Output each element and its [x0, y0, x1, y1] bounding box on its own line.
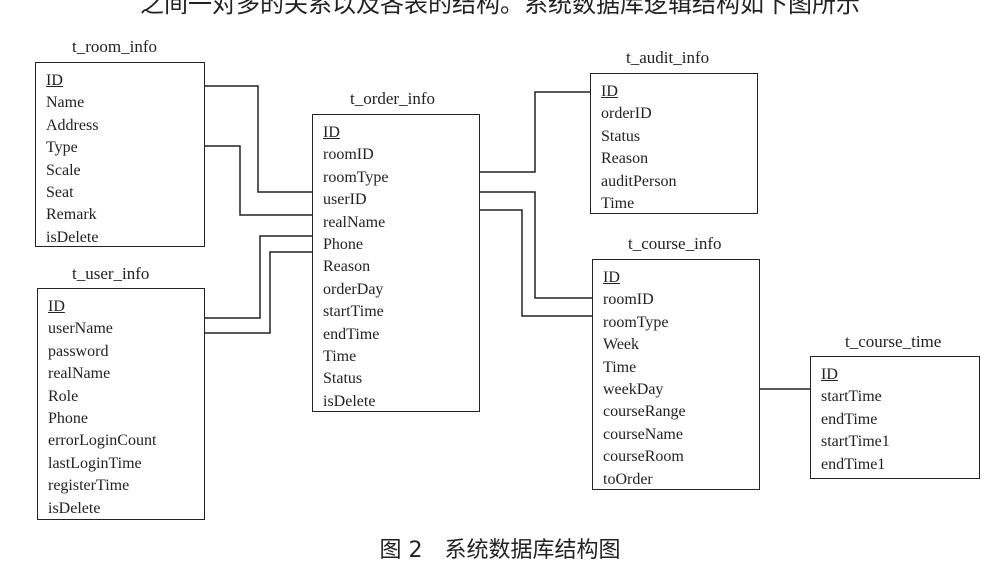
link-room-type-order-roomtype — [205, 145, 312, 216]
field-course-courserange: courseRange — [603, 403, 686, 421]
field-room-scale: Scale — [46, 161, 81, 179]
field-coursetime-starttime1: startTime1 — [821, 433, 890, 451]
table-title-audit: t_audit_info — [626, 48, 710, 67]
field-course-roomid: roomID — [603, 291, 654, 309]
link-order-audit — [480, 91, 590, 173]
link-room-id-order-roomid — [205, 85, 312, 193]
table-course-info: ID roomID roomType Week Time weekDay cou… — [592, 259, 760, 490]
field-user-isdelete: isDelete — [48, 499, 101, 517]
field-order-roomtype: roomType — [323, 168, 389, 186]
table-title-order: t_order_info — [350, 89, 435, 108]
link-user-realname-order-realname — [205, 235, 312, 319]
field-coursetime-starttime: startTime — [821, 388, 882, 406]
field-course-toorder: toOrder — [603, 470, 653, 488]
field-user-lastlogintime: lastLoginTime — [48, 454, 142, 472]
field-audit-reason: Reason — [601, 150, 649, 168]
field-course-week: Week — [603, 336, 640, 354]
field-order-userid: userID — [323, 191, 367, 209]
field-audit-id: ID — [601, 83, 618, 100]
field-order-roomid: roomID — [323, 146, 374, 164]
table-room-info: ID Name Address Type Scale Seat Remark i… — [35, 62, 205, 247]
field-user-password: password — [48, 342, 109, 360]
field-audit-orderid: orderID — [601, 105, 652, 123]
field-order-orderday: orderDay — [323, 280, 384, 298]
field-room-isdelete: isDelete — [46, 228, 99, 246]
field-course-weekday: weekDay — [603, 380, 664, 398]
field-audit-auditperson: auditPerson — [601, 172, 677, 190]
field-course-time: Time — [603, 358, 637, 376]
field-order-time: Time — [323, 347, 357, 365]
table-audit-info: ID orderID Status Reason auditPerson Tim… — [590, 73, 758, 214]
link-user-phone-order-phone — [205, 251, 312, 334]
top-cropped-text: 之间一对多的关系以及各表的结构。系统数据库逻辑结构如下图所示 — [140, 0, 860, 18]
field-user-role: Role — [48, 387, 79, 405]
field-order-id: ID — [323, 124, 340, 141]
field-user-errorlogincount: errorLoginCount — [48, 432, 157, 450]
field-room-address: Address — [46, 116, 99, 134]
field-audit-status: Status — [601, 127, 641, 145]
field-room-name: Name — [46, 94, 85, 112]
field-coursetime-endtime: endTime — [821, 410, 878, 428]
field-course-coursename: courseName — [603, 425, 683, 443]
field-user-username: userName — [48, 320, 113, 338]
field-order-realname: realName — [323, 213, 386, 231]
table-course-time: ID startTime endTime startTime1 endTime1 — [810, 356, 980, 479]
field-course-roomtype: roomType — [603, 313, 669, 331]
field-course-courseroom: courseRoom — [603, 448, 684, 466]
field-order-reason: Reason — [323, 258, 371, 276]
field-audit-time: Time — [601, 194, 635, 212]
table-title-course-time: t_course_time — [845, 332, 942, 351]
field-room-id: ID — [46, 72, 63, 89]
field-order-status: Status — [323, 370, 363, 388]
field-coursetime-id: ID — [821, 366, 838, 383]
field-course-id: ID — [603, 269, 620, 286]
field-room-seat: Seat — [46, 183, 74, 201]
field-order-endtime: endTime — [323, 325, 380, 343]
figure-caption: 图 2 系统数据库结构图 — [379, 538, 621, 563]
table-user-info: ID userName password realName Role Phone… — [37, 288, 205, 520]
field-coursetime-endtime1: endTime1 — [821, 455, 886, 473]
field-order-starttime: startTime — [323, 303, 384, 321]
field-user-id: ID — [48, 298, 65, 315]
field-order-isdelete: isDelete — [323, 392, 376, 410]
field-user-realname: realName — [48, 365, 111, 383]
link-order-roomtype-course-roomtype — [480, 209, 592, 317]
field-user-registertime: registerTime — [48, 477, 130, 495]
link-order-roomid-course-roomid — [480, 191, 592, 299]
field-room-type: Type — [46, 139, 78, 157]
field-order-phone: Phone — [323, 235, 363, 253]
table-title-user: t_user_info — [72, 264, 150, 283]
field-room-remark: Remark — [46, 206, 97, 224]
table-order-info: ID roomID roomType userID realName Phone… — [312, 114, 480, 412]
table-title-course: t_course_info — [628, 234, 722, 253]
table-title-room: t_room_info — [72, 37, 157, 56]
field-user-phone: Phone — [48, 409, 88, 427]
